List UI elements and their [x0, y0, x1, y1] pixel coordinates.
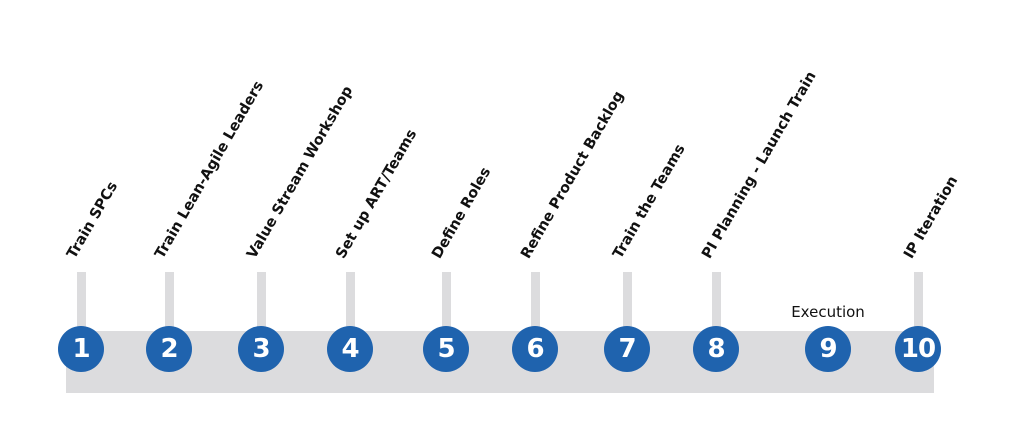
step-number-8: 8	[693, 326, 739, 372]
step-number-2: 2	[146, 326, 192, 372]
step-number-6: 6	[512, 326, 558, 372]
step-label-10: IP Iteration	[901, 173, 962, 262]
step-stem-10	[914, 272, 923, 334]
step-stem-6	[531, 272, 540, 334]
step-label-2: Train Lean-Agile Leaders	[152, 78, 268, 262]
step-label-4: Set up ART/Teams	[333, 126, 421, 262]
step-number-7: 7	[604, 326, 650, 372]
step-stem-4	[346, 272, 355, 334]
step-stem-1	[77, 272, 86, 334]
step-stem-3	[257, 272, 266, 334]
step-stem-8	[712, 272, 721, 334]
step-label-1: Train SPCs	[64, 179, 122, 262]
step-label-7: Train the Teams	[610, 141, 689, 262]
step-label-6: Refine Product Backlog	[518, 88, 628, 262]
execution-label: Execution	[791, 303, 865, 321]
step-label-3: Value Stream Workshop	[244, 83, 357, 262]
step-number-9: 9	[805, 326, 851, 372]
step-number-4: 4	[327, 326, 373, 372]
step-label-5: Define Roles	[429, 164, 495, 262]
step-stem-7	[623, 272, 632, 334]
step-number-5: 5	[423, 326, 469, 372]
step-number-10: 10	[895, 326, 941, 372]
step-number-1: 1	[58, 326, 104, 372]
step-label-8: PI Planning - Launch Train	[699, 68, 820, 262]
step-number-3: 3	[238, 326, 284, 372]
step-stem-5	[442, 272, 451, 334]
step-stem-2	[165, 272, 174, 334]
timeline-track	[66, 331, 934, 393]
